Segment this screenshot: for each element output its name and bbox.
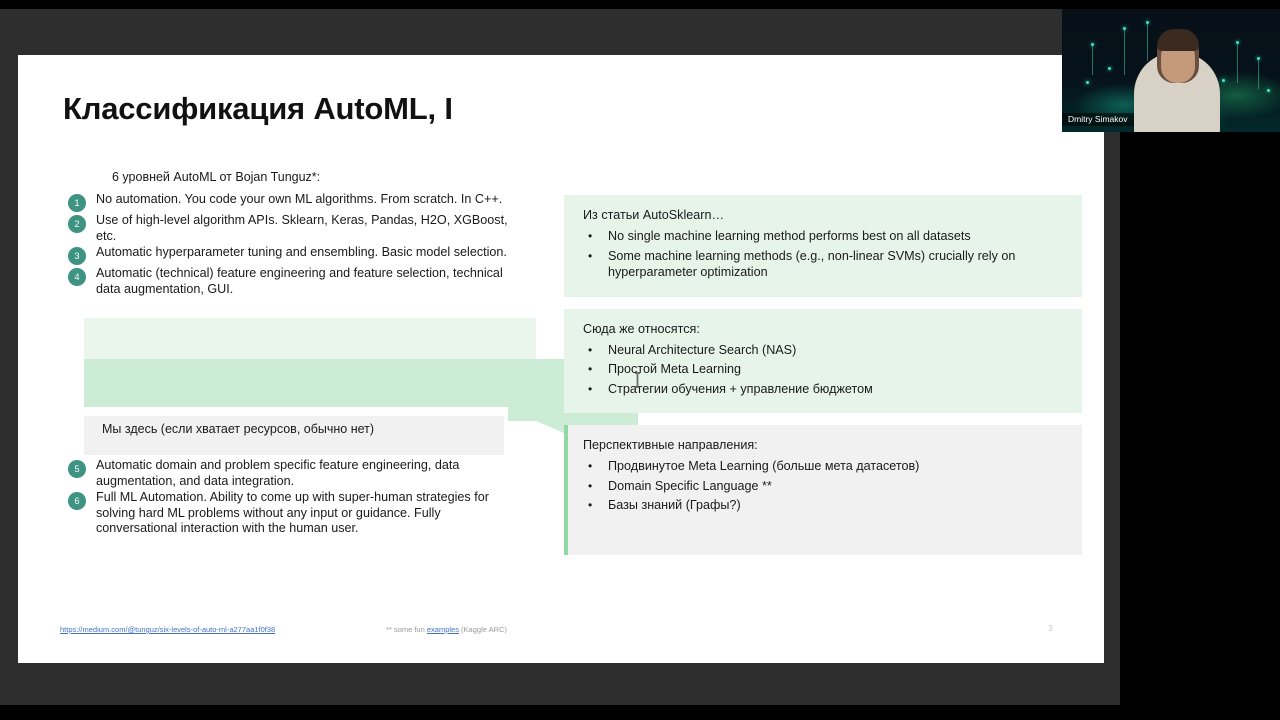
- webcam-tile[interactable]: Dmitry Simakov: [1062, 9, 1280, 132]
- level-badge: 2: [68, 215, 86, 233]
- levels-list-lower: 5 Automatic domain and problem specific …: [68, 458, 538, 538]
- network-node: [1086, 81, 1089, 84]
- network-line: [1092, 45, 1093, 75]
- network-node: [1091, 43, 1094, 46]
- box-bullet-list: Neural Architecture Search (NAS) Простой…: [583, 342, 1066, 398]
- presentation-slide: Классификация AutoML, I 6 уровней AutoML…: [18, 55, 1104, 663]
- autosklearn-box: Из статьи AutoSklearn… No single machine…: [564, 195, 1082, 297]
- footer-note-suffix: (Kaggle ARC): [458, 625, 507, 634]
- box-title: Из статьи AutoSklearn…: [583, 208, 725, 222]
- bullet-item: Простой Meta Learning: [583, 361, 1066, 378]
- level-badge: 3: [68, 247, 86, 265]
- box-bullet-list: No single machine learning method perfor…: [583, 228, 1066, 281]
- bullet-item: Продвинутое Meta Learning (больше мета д…: [583, 458, 1066, 475]
- level-item: 5 Automatic domain and problem specific …: [68, 458, 538, 489]
- highlight-band-level3: [84, 318, 536, 359]
- level-text: Full ML Automation. Ability to come up w…: [96, 490, 489, 535]
- bullet-item: Neural Architecture Search (NAS): [583, 342, 1066, 359]
- level-text: Automatic domain and problem specific fe…: [96, 458, 460, 488]
- box-title: Перспективные направления:: [583, 438, 758, 452]
- network-node: [1222, 79, 1225, 82]
- levels-list-upper: 1 No automation. You code your own ML al…: [68, 192, 538, 298]
- source-link[interactable]: https://medium.com/@tunguz/six-levels-of…: [60, 625, 276, 634]
- also-included-box: Сюда же относятся: Neural Architecture S…: [564, 308, 1082, 413]
- text-cursor-icon: [635, 372, 640, 388]
- participant-name-label: Dmitry Simakov: [1062, 113, 1134, 126]
- level-badge: 1: [68, 194, 86, 212]
- level-text: No automation. You code your own ML algo…: [96, 192, 503, 206]
- network-node: [1267, 89, 1270, 92]
- level-item: 1 No automation. You code your own ML al…: [68, 192, 538, 212]
- bullet-item: Domain Specific Language **: [583, 478, 1066, 495]
- bullet-item: Some machine learning methods (e.g., non…: [583, 248, 1066, 281]
- network-line: [1124, 29, 1125, 75]
- bullet-item: Базы знаний (Графы?): [583, 497, 1066, 514]
- level-text: Use of high-level algorithm APIs. Sklear…: [96, 213, 508, 243]
- slide-title: Классификация AutoML, I: [63, 91, 453, 126]
- network-node: [1146, 21, 1149, 24]
- network-line: [1258, 59, 1259, 89]
- box-bullet-list: Продвинутое Meta Learning (больше мета д…: [583, 458, 1066, 514]
- we-are-here-text: Мы здесь (если хватает ресурсов, обычно …: [102, 422, 375, 436]
- right-column: Из статьи AutoSklearn… No single machine…: [564, 195, 1082, 567]
- level-text: Automatic hyperparameter tuning and ense…: [96, 245, 507, 259]
- highlight-band-level4: [84, 359, 536, 407]
- level-badge: 4: [68, 268, 86, 286]
- network-line: [1237, 43, 1238, 83]
- level-item: 6 Full ML Automation. Ability to come up…: [68, 490, 538, 537]
- network-node: [1108, 67, 1111, 70]
- future-directions-box: Перспективные направления: Продвинутое M…: [564, 425, 1082, 555]
- footer-note: ** some fun examples (Kaggle ARC): [386, 625, 507, 634]
- network-node: [1236, 41, 1239, 44]
- examples-link[interactable]: examples: [426, 625, 459, 634]
- bullet-item: No single machine learning method perfor…: [583, 228, 1066, 245]
- level-badge: 6: [68, 492, 86, 510]
- bullet-item: Стратегии обучения + управление бюджетом: [583, 381, 1066, 398]
- level-item: 2 Use of high-level algorithm APIs. Skle…: [68, 213, 538, 244]
- footer-note-prefix: ** some fun: [386, 625, 427, 634]
- page-number: 3: [1048, 623, 1053, 633]
- level-text: Automatic (technical) feature engineerin…: [96, 266, 503, 296]
- box-title: Сюда же относятся:: [583, 321, 700, 336]
- level-badge: 5: [68, 460, 86, 478]
- level-item: 4 Automatic (technical) feature engineer…: [68, 266, 538, 297]
- levels-lead-text: 6 уровней AutoML от Bojan Tunguz*:: [112, 170, 321, 184]
- we-are-here-band: [84, 416, 504, 455]
- level-item: 3 Automatic hyperparameter tuning and en…: [68, 245, 538, 265]
- participant-hair: [1157, 29, 1199, 51]
- network-line: [1147, 23, 1148, 61]
- network-node: [1123, 27, 1126, 30]
- network-node: [1257, 57, 1260, 60]
